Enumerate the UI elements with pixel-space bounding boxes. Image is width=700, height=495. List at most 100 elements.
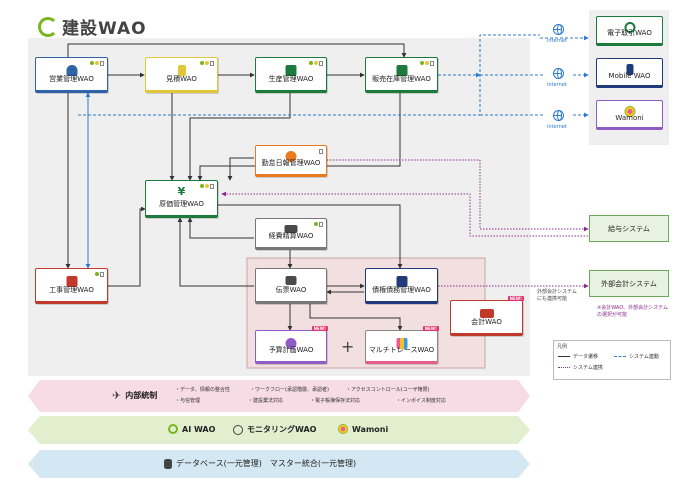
module-construction[interactable]: 工事管理WAO	[35, 268, 108, 304]
internal-control-title: ✈内部統制	[112, 389, 158, 402]
band-internal-control: ✈内部統制 ・データ、情報の整合性 ・ワークフロー(承認階層、承認者) ・アクセ…	[28, 380, 530, 412]
legend-data-transition: データ遷移	[558, 353, 598, 360]
module-budget-label: 予算計画WAO	[268, 346, 314, 354]
link-sales-inventory	[67, 43, 407, 58]
module-production-label: 生産管理WAO	[268, 75, 314, 83]
warehouse-icon	[396, 65, 407, 76]
ext-mobile-label: Mobile WAO	[608, 72, 651, 80]
ext-accounting-system[interactable]: 外部会計システム	[589, 270, 669, 297]
module-multitrace[interactable]: NEW! マルチトレースWAO	[365, 326, 439, 364]
band-services: AI WAO モニタリングWAO Wamoni	[28, 416, 530, 444]
dot-attendance-payroll	[327, 159, 589, 232]
ext-wamoni[interactable]: Wamoni	[596, 100, 663, 130]
ic-item: ・データ、情報の整合性	[175, 387, 230, 393]
bank-icon	[396, 276, 407, 287]
sync-icon	[624, 22, 635, 33]
voucher-icon	[285, 276, 297, 285]
brand-name: 建設WAO	[62, 19, 147, 39]
feature-icons	[200, 61, 214, 66]
budget-icon	[285, 338, 297, 349]
feature-icons	[95, 272, 104, 277]
wamoni-icon	[624, 106, 635, 117]
ext-link-note: 外部会計システム にも連携可能	[537, 289, 577, 302]
payroll-system[interactable]: 給与システム	[589, 215, 669, 242]
multitrace-icon	[396, 338, 407, 349]
link-construction-cost	[108, 206, 146, 287]
calculator-icon	[177, 65, 186, 76]
module-multitrace-label: マルチトレースWAO	[368, 346, 435, 354]
module-production[interactable]: 生産管理WAO	[255, 57, 327, 93]
ic-item: ・インボイス制度対応	[396, 398, 446, 404]
module-expense[interactable]: 経費精算WAO	[255, 218, 327, 250]
accounting-icon	[479, 309, 494, 318]
monitor-icon	[233, 425, 243, 435]
module-voucher-label: 伝票WAO	[275, 286, 307, 294]
factory-icon	[285, 65, 297, 76]
feature-icons	[90, 61, 104, 66]
ext-wamoni-label: Wamoni	[615, 114, 644, 122]
yen-icon: ¥	[177, 185, 186, 198]
link-attendance-cost	[227, 157, 254, 181]
ext-edi[interactable]: 電子取引WAO	[596, 16, 663, 46]
module-accounting-label: 会計WAO	[471, 318, 502, 326]
link-cost-debt	[218, 204, 403, 269]
link-production-cost	[187, 93, 291, 181]
module-cost-label: 原価管理WAO	[159, 200, 204, 208]
legend-system-link: システム連動	[614, 353, 659, 360]
legend-title: 凡例	[557, 344, 568, 350]
module-sales[interactable]: 営業管理WAO	[35, 57, 108, 93]
module-debt-label: 債権債務管理WAO	[372, 286, 431, 294]
dot-payroll-cost	[221, 191, 588, 237]
building-icon	[66, 276, 77, 287]
ic-item: ・ワークフロー(承認階層、承認者)	[250, 387, 329, 393]
feature-icons	[200, 184, 214, 189]
legend-system-link2: システム連携	[558, 364, 603, 371]
globe-icon	[553, 110, 564, 121]
globe-icon	[553, 68, 564, 79]
globe-icon	[553, 24, 564, 35]
module-inventory[interactable]: 販売在庫管理WAO	[365, 57, 438, 93]
new-badge: NEW!	[311, 326, 328, 331]
ic-item: ・電子帳簿保存法対応	[310, 398, 361, 404]
ext-mobile[interactable]: Mobile WAO	[596, 58, 663, 88]
module-attendance[interactable]: 勤怠日報管理WAO	[255, 145, 327, 177]
internet-label: internet	[547, 82, 567, 88]
new-badge: NEW!	[422, 326, 439, 331]
legend: 凡例 データ遷移 システム連動 システム連携	[553, 340, 671, 380]
module-accounting[interactable]: NEW! 会計WAO	[450, 296, 524, 336]
link-voucher-multitrace	[309, 304, 403, 331]
module-inventory-label: 販売在庫管理WAO	[372, 75, 431, 83]
ai-icon	[168, 424, 178, 434]
module-estimate-label: 見積WAO	[166, 75, 197, 83]
service-ai: AI WAO	[168, 424, 215, 434]
internet-label: internet	[547, 124, 567, 130]
ic-item: ・アクセスコントロール(ユーザ権限)	[346, 387, 430, 393]
module-construction-label: 工事管理WAO	[49, 286, 94, 294]
brand-logo: 建設WAO	[38, 14, 147, 39]
person-icon	[66, 65, 77, 76]
module-budget[interactable]: NEW! 予算計画WAO	[255, 326, 328, 364]
feature-icons	[319, 149, 323, 154]
ext-accounting-label: 外部会計システム	[601, 279, 657, 288]
payroll-system-label: 給与システム	[608, 224, 650, 233]
module-cost[interactable]: ¥ 原価管理WAO	[145, 180, 218, 218]
feature-icons	[314, 222, 323, 227]
feature-icons	[420, 61, 434, 66]
logo-mark	[38, 16, 58, 37]
feature-icons	[309, 61, 323, 66]
module-sales-label: 営業管理WAO	[49, 75, 94, 83]
database-icon	[164, 459, 172, 469]
module-debt[interactable]: 債権債務管理WAO	[365, 268, 438, 304]
module-attendance-label: 勤怠日報管理WAO	[261, 159, 321, 167]
module-expense-label: 経費精算WAO	[268, 232, 314, 240]
link-voucher-cost	[177, 217, 254, 287]
module-estimate[interactable]: 見積WAO	[145, 57, 218, 93]
ext-edi-label: 電子取引WAO	[607, 29, 652, 37]
clock-icon	[285, 151, 297, 162]
acct-choice-note: ※会計WAO、外部会計システム の選択が可能	[597, 305, 668, 318]
module-voucher[interactable]: 伝票WAO	[255, 268, 327, 304]
receipt-icon	[284, 225, 298, 233]
ic-item: ・建設業法対応	[248, 398, 284, 404]
mobile-icon	[626, 64, 633, 75]
